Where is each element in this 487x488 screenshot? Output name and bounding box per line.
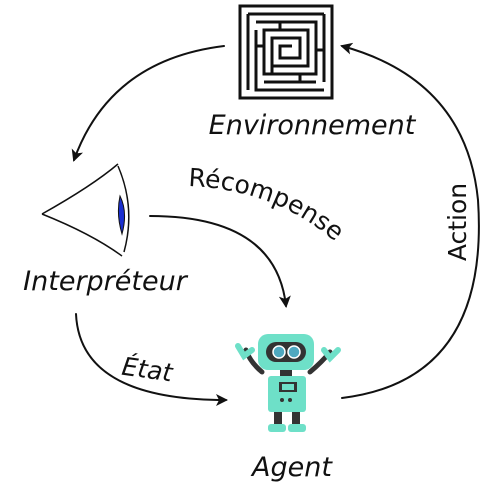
eye-icon: [41, 163, 130, 257]
action-label: Action: [443, 183, 472, 261]
interpreter-label: Interpréteur: [23, 266, 189, 297]
eye-iris: [117, 194, 126, 236]
reward-label: Récompense: [188, 163, 350, 246]
state-label: État: [120, 352, 175, 388]
action-arrow: [340, 42, 480, 399]
environment-label: Environnement: [209, 110, 417, 141]
reward-arrow: [149, 215, 291, 308]
maze-icon: [238, 4, 334, 100]
robot-icon: [235, 334, 341, 432]
environment-to-interpreter-arrow: [71, 45, 225, 162]
agent-label: Agent: [250, 452, 333, 483]
reward-label-text: Récompense: [188, 163, 350, 246]
state-arrow: [75, 313, 228, 406]
